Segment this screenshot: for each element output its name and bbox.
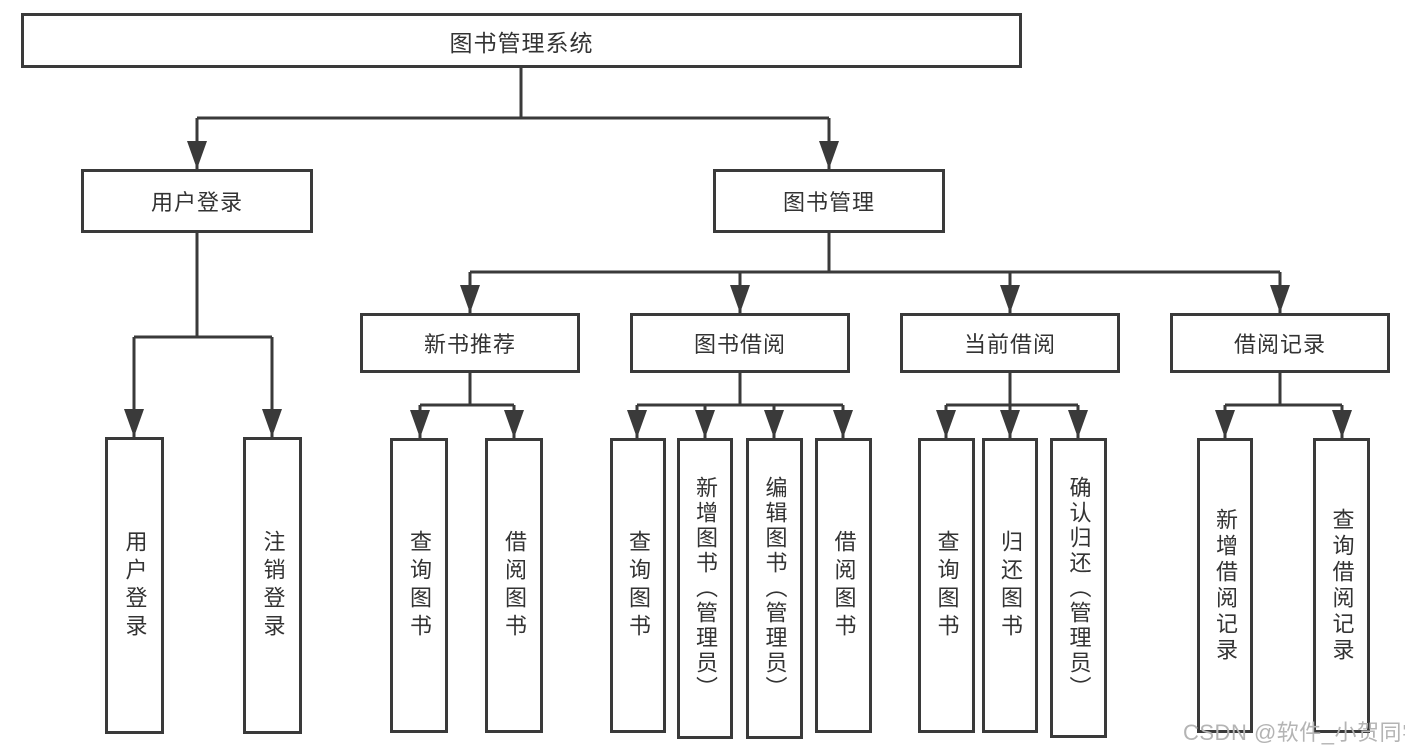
node-leaf-borrow-books-recommend: 借阅图书 [485, 438, 543, 733]
node-book-management: 图书管理 [713, 169, 945, 233]
node-leaf-add-borrow-record: 新增借阅记录 [1197, 438, 1253, 733]
leaf-label: 查询图书 [934, 529, 960, 642]
node-leaf-logout: 注销登录 [243, 437, 302, 734]
node-leaf-query-books-recommend: 查询图书 [390, 438, 448, 733]
node-leaf-return-books: 归还图书 [982, 438, 1038, 733]
leaf-label: 确认归还（管理员） [1066, 475, 1092, 701]
leaf-label: 新增借阅记录 [1213, 507, 1238, 664]
leaf-label: 借阅图书 [502, 529, 527, 642]
node-leaf-edit-book-admin: 编辑图书（管理员） [746, 438, 803, 739]
leaf-label: 借阅图书 [831, 529, 857, 642]
node-leaf-add-book-admin: 新增图书（管理员） [677, 438, 733, 739]
leaf-label: 查询借阅记录 [1329, 507, 1355, 664]
node-new-book-recommend: 新书推荐 [360, 313, 580, 373]
node-leaf-borrow-books-borrowing: 借阅图书 [815, 438, 872, 733]
node-leaf-query-borrow-record: 查询借阅记录 [1313, 438, 1370, 733]
leaf-label: 查询图书 [626, 529, 651, 642]
node-user-login: 用户登录 [81, 169, 313, 233]
node-current-borrowing: 当前借阅 [900, 313, 1120, 373]
node-root: 图书管理系统 [21, 13, 1022, 68]
node-borrowing-records: 借阅记录 [1170, 313, 1390, 373]
node-leaf-query-books-borrowing: 查询图书 [610, 438, 666, 733]
leaf-label: 查询图书 [407, 529, 432, 642]
node-book-borrowing: 图书借阅 [630, 313, 850, 373]
node-leaf-query-books-current: 查询图书 [918, 438, 975, 733]
leaf-label: 归还图书 [998, 529, 1023, 642]
watermark: CSDN @软件_小贺同学 [1183, 720, 1405, 745]
leaf-label: 新增图书（管理员） [693, 476, 718, 701]
node-leaf-confirm-return-admin: 确认归还（管理员） [1050, 438, 1107, 738]
leaf-label: 编辑图书（管理员） [762, 476, 788, 701]
leaf-label: 用户登录 [122, 529, 148, 642]
leaf-label: 注销登录 [260, 529, 286, 642]
node-leaf-user-login: 用户登录 [105, 437, 164, 734]
